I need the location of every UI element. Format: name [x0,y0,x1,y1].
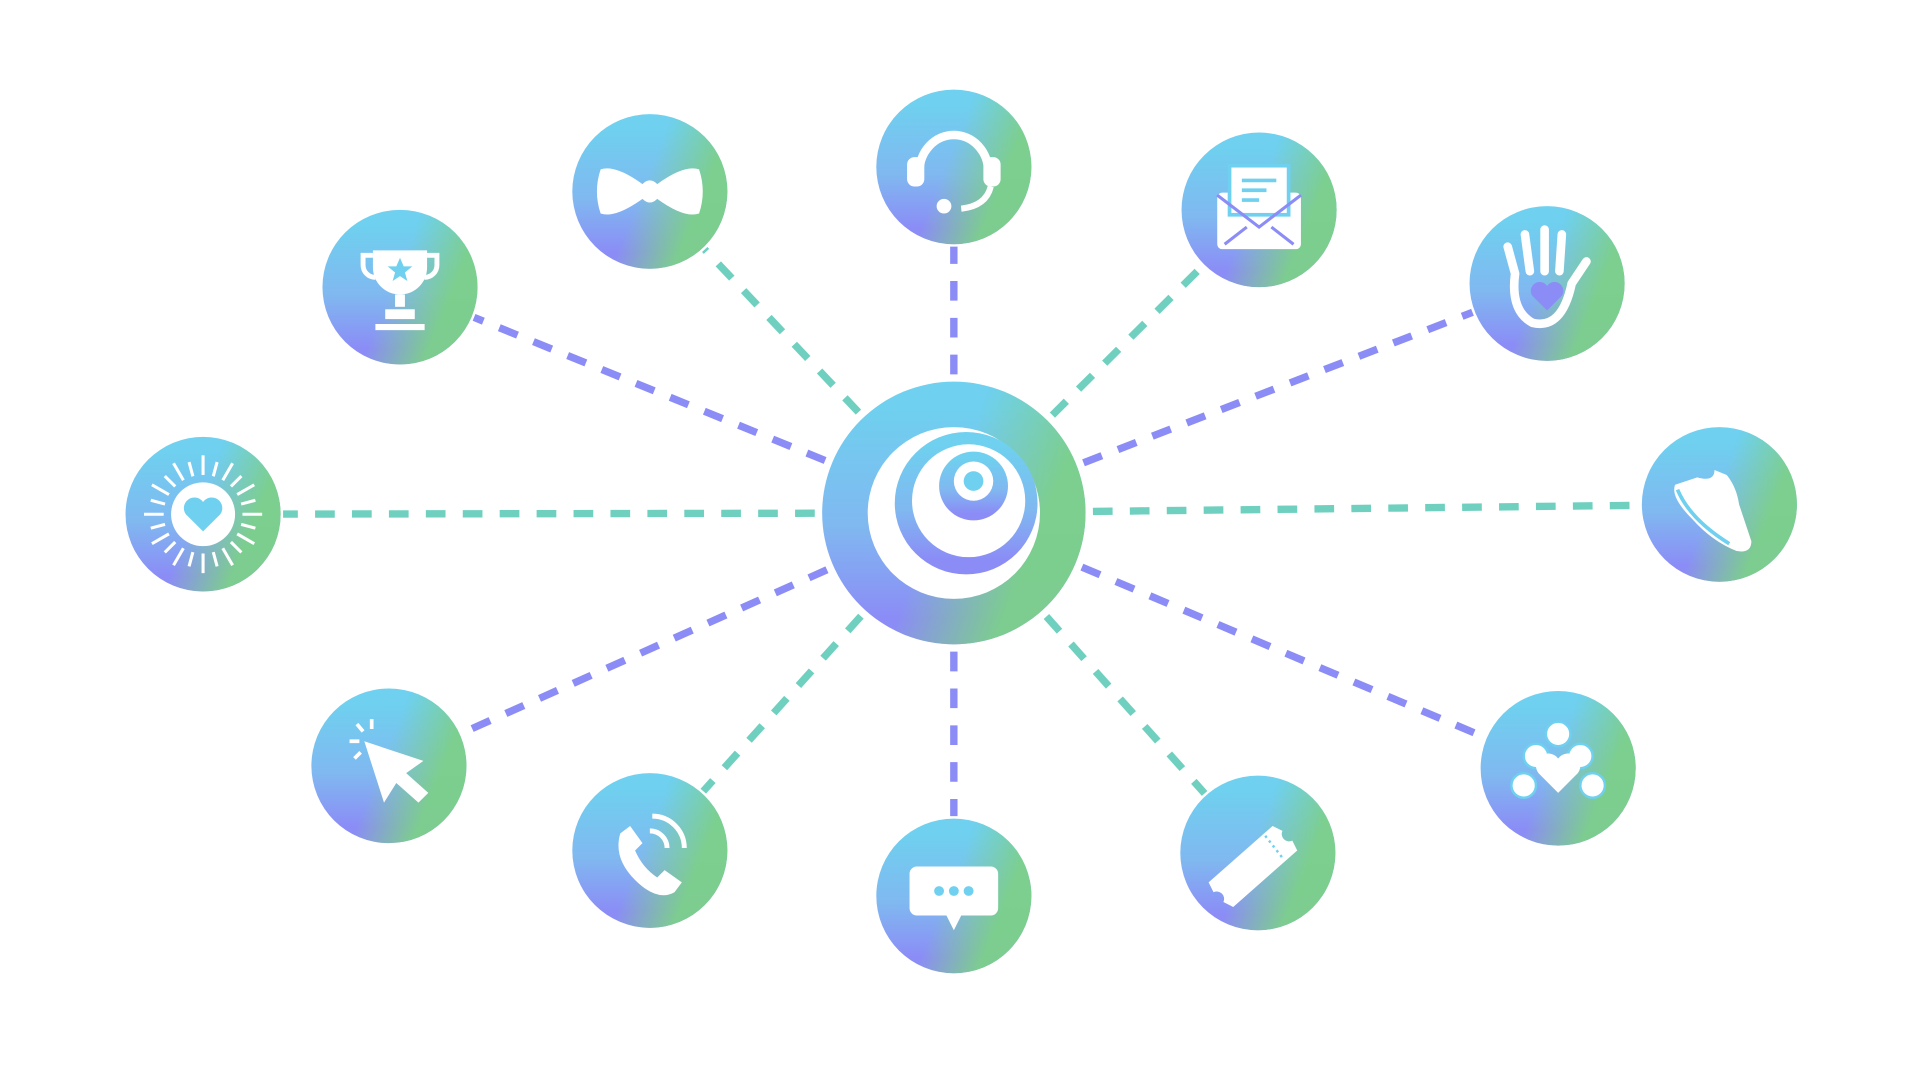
envelope-letter-icon [1216,163,1302,250]
spiral-logo-icon [867,427,1040,599]
node-envelope[interactable] [1181,132,1337,288]
shoe-icon [1674,470,1752,552]
connector-phone [700,613,864,794]
nodes [125,89,1797,974]
node-chat[interactable] [876,818,1032,974]
node-hand-heart[interactable] [1469,206,1625,361]
heart-burst-icon [144,455,263,574]
hub-node[interactable] [822,381,1086,645]
node-shoe[interactable] [1641,427,1797,582]
node-ticket[interactable] [1180,775,1336,931]
connector-ticket [1043,614,1208,796]
node-cursor[interactable] [311,688,467,844]
trophy-icon [360,250,440,331]
connector-heart-sun [283,509,815,518]
connector-community [1080,563,1486,741]
connector-shoe [1092,501,1640,516]
connector-hand-heart [1082,308,1474,467]
connector-cursor [460,566,829,737]
bowtie-icon [596,168,703,215]
connector-lines [283,246,1640,817]
ticket-icon [1208,825,1298,907]
phone-ringing-icon [618,813,687,896]
connector-bowtie [702,246,862,415]
node-phone[interactable] [572,773,728,928]
node-bowtie[interactable] [572,114,728,269]
node-heart-sun[interactable] [125,436,281,592]
community-heart-icon [1510,720,1607,799]
node-community[interactable] [1480,690,1636,846]
node-trophy[interactable] [322,209,478,365]
connector-trophy [472,313,827,464]
cursor-click-icon [349,719,429,803]
chat-bubble-icon [909,866,999,931]
headset-icon [907,130,1001,214]
node-headset[interactable] [876,89,1032,245]
hand-heart-icon [1503,225,1591,329]
connector-envelope [1049,263,1205,418]
